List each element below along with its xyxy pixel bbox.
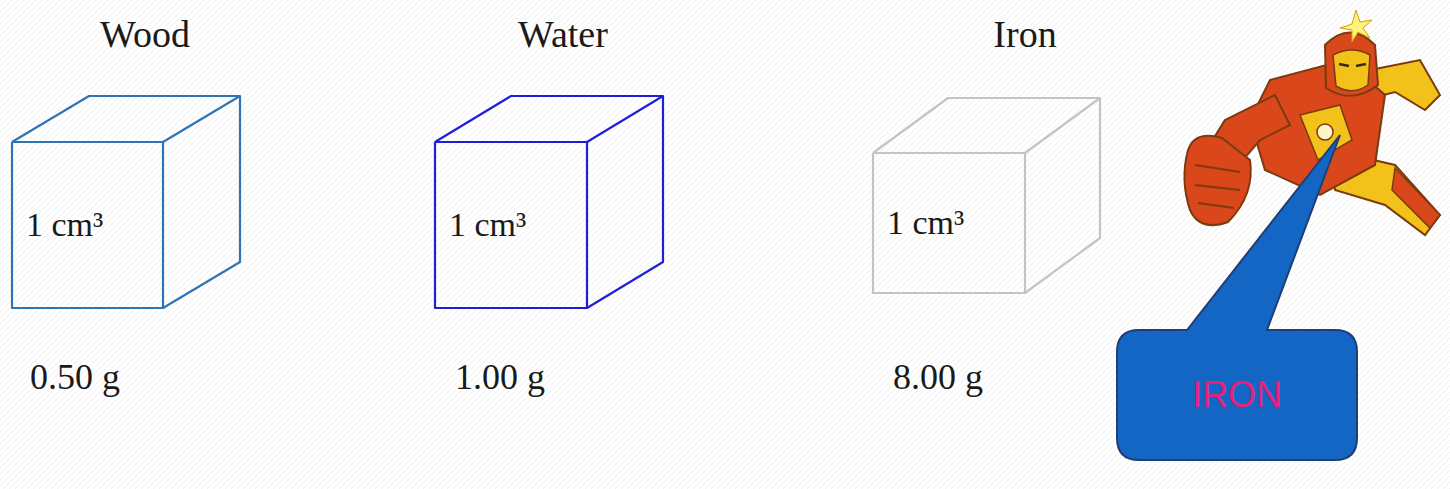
cube-edge — [1025, 98, 1100, 293]
cube-outline — [0, 10, 250, 315]
cube-edge — [163, 96, 240, 308]
material-heading: Water — [518, 14, 608, 56]
density-cube: Iron 1 cm³ — [863, 10, 1113, 315]
cube-edge — [435, 96, 663, 142]
volume-label: 1 cm³ — [887, 204, 964, 241]
cube-outline — [425, 10, 675, 315]
density-cube: Wood 1 cm³ — [0, 10, 250, 315]
mass-label: 0.50 g — [30, 358, 120, 398]
speech-bubble: IRON — [1117, 330, 1357, 460]
bubble-text: IRON — [1192, 375, 1282, 415]
bubble-shape — [1117, 135, 1357, 460]
cube-edge — [12, 96, 240, 142]
density-cube: Water 1 cm³ — [425, 10, 675, 315]
volume-label: 1 cm³ — [449, 206, 526, 243]
volume-label: 1 cm³ — [26, 206, 103, 243]
cube-edge — [873, 153, 1025, 293]
cube-edge — [12, 142, 163, 308]
cube-edge — [873, 98, 1100, 153]
material-heading: Wood — [100, 14, 190, 56]
cube-outline — [863, 10, 1113, 315]
mass-label: 8.00 g — [893, 358, 983, 398]
cube-edge — [435, 142, 587, 308]
material-heading: Iron — [993, 14, 1056, 56]
cube-edge — [587, 96, 663, 308]
mass-label: 1.00 g — [455, 358, 545, 398]
